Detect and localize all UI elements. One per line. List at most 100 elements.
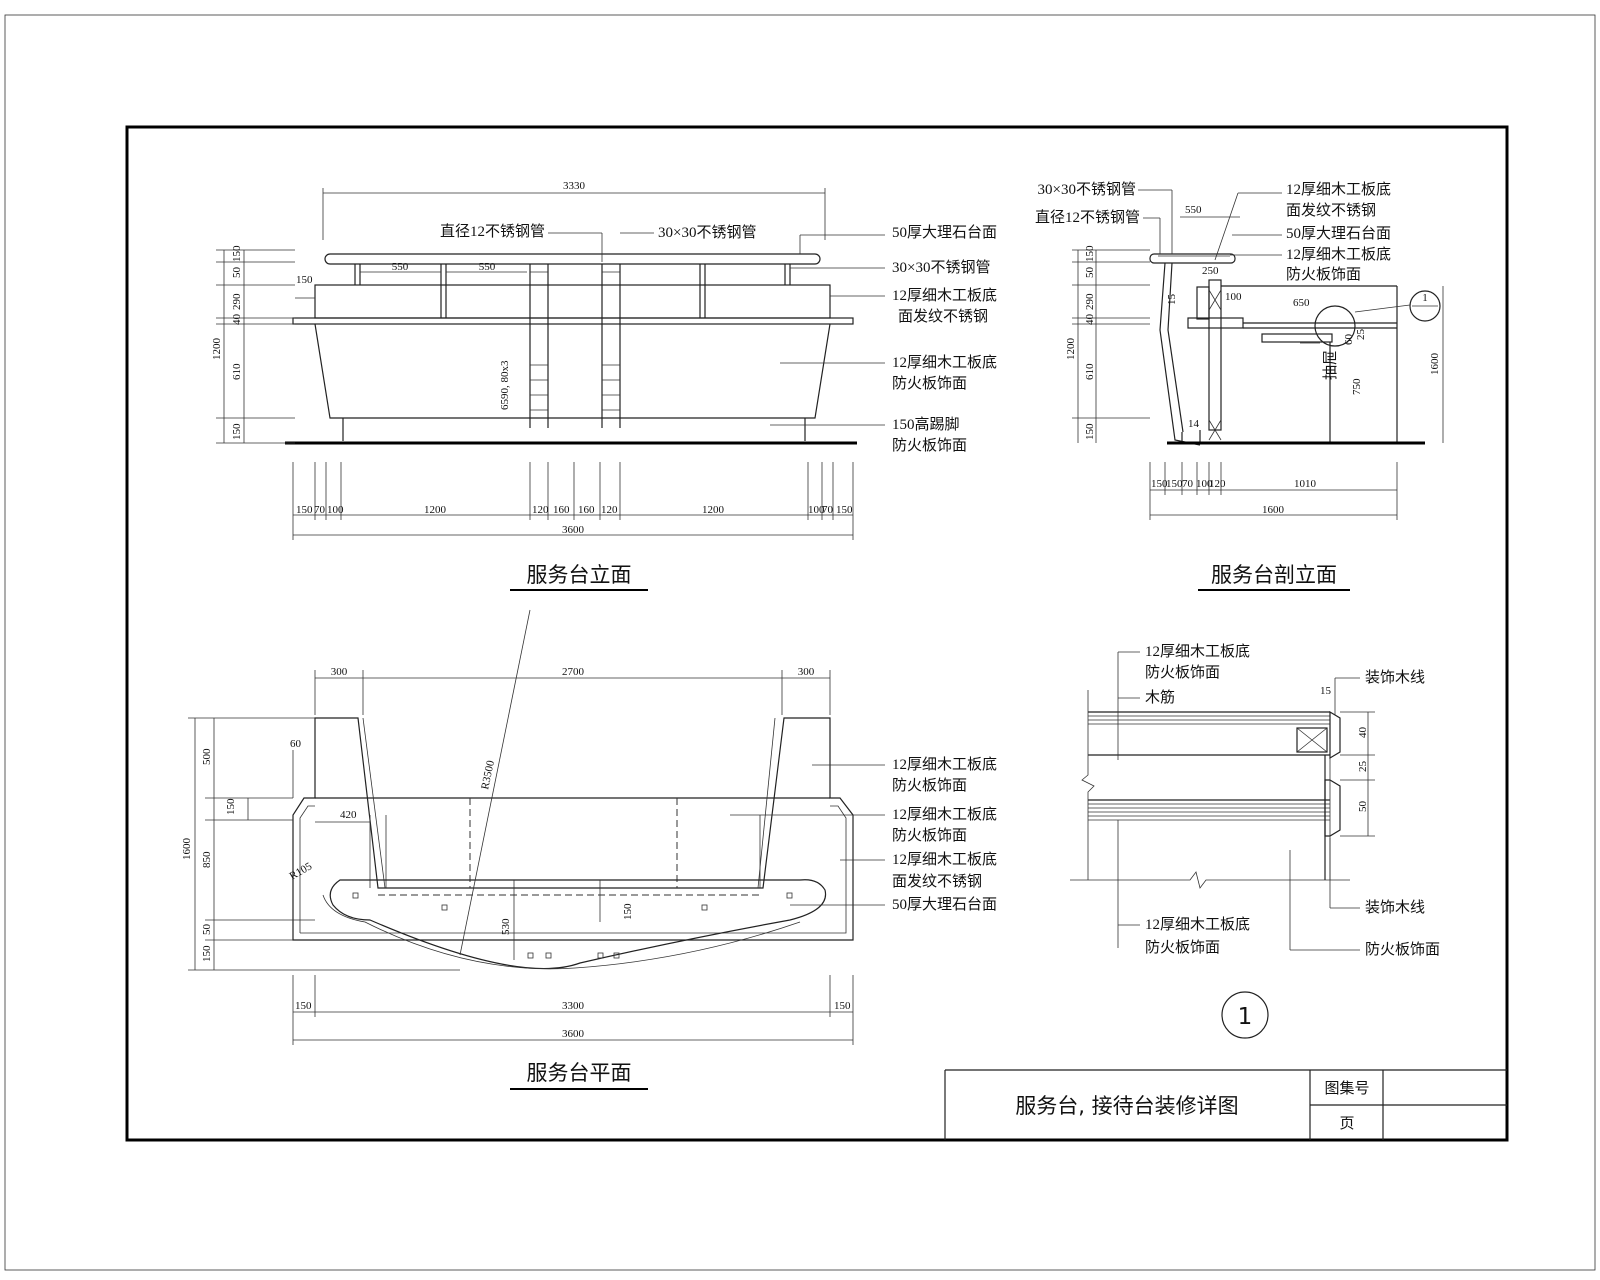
plan-dim-420: 420 <box>340 809 357 821</box>
plan-outline <box>292 717 854 941</box>
elev-overall-bottom-dim: 3600 <box>562 524 585 536</box>
elevation-view: 3330 550 550 <box>211 180 997 591</box>
section-detail-ref-bubble <box>1409 290 1441 322</box>
sec-label-board-fire-1: 12厚细木工板底 <box>1286 245 1391 263</box>
plan-label-fire-a1: 12厚细木工板底 <box>892 755 997 773</box>
sec-dim-14: 14 <box>1188 418 1200 430</box>
elevation-title: 服务台立面 <box>527 563 632 587</box>
elev-overall-top-dim: 3330 <box>563 180 586 192</box>
plan-dim-r105: R105 <box>288 860 315 883</box>
elev-bottom-dims <box>292 462 854 540</box>
plan-dim-60: 60 <box>290 738 302 750</box>
elev-label-pipe-30a: 30×30不锈钢管 <box>658 224 756 241</box>
elev-bot-12: 150 <box>836 504 853 516</box>
detail-label-deco-b: 装饰木线 <box>1365 899 1425 916</box>
detail-label-fire-face: 防火板饰面 <box>1365 940 1440 958</box>
plan-left-total: 1600 <box>181 838 193 861</box>
sec-label-pipe-30: 30×30不锈钢管 <box>1038 181 1136 198</box>
elev-bot-3: 100 <box>327 504 344 516</box>
plan-left-1: 500 <box>201 748 213 765</box>
sec-dim-15: 15 <box>1166 294 1178 306</box>
sec-label-drawer: 抽屉 <box>1322 350 1339 380</box>
detail-label-bottom-1: 12厚细木工板底 <box>1145 915 1250 933</box>
plan-left-5: 150 <box>201 945 213 962</box>
elev-bot-1: 150 <box>296 504 313 516</box>
plan-bot-total: 3600 <box>562 1028 585 1040</box>
elev-left-dim-total: 1200 <box>211 338 223 361</box>
plan-label-steel-2: 面发纹不锈钢 <box>892 873 982 890</box>
plan-title: 服务台平面 <box>527 1061 632 1085</box>
sec-dim-550: 550 <box>1185 204 1202 216</box>
elev-marble-top <box>324 253 821 265</box>
sec-label-board-steel-2: 面发纹不锈钢 <box>1286 202 1376 219</box>
plan-dim-530: 530 <box>500 918 512 935</box>
plan-view: 300 2700 300 R3500 60 420 <box>181 609 997 1090</box>
sec-label-pipe-d12: 直径12不锈钢管 <box>1035 209 1140 226</box>
plan-dim-150: 150 <box>622 903 634 920</box>
elev-left-dim-1: 150 <box>231 245 243 262</box>
elev-body <box>314 323 831 419</box>
plan-top-1: 300 <box>331 666 348 678</box>
sec-bot-4: 100 <box>1196 478 1213 490</box>
elev-left-dim-2: 50 <box>231 267 243 279</box>
sec-bot-5: 120 <box>1209 478 1226 490</box>
elev-label-kick-1: 150高踢脚 <box>892 416 960 433</box>
elev-label-board-steel-1: 12厚细木工板底 <box>892 286 997 304</box>
section-marble-top <box>1149 253 1236 264</box>
elev-top-seg-2: 550 <box>479 261 496 273</box>
sec-dim-100: 100 <box>1225 291 1242 303</box>
sheet-title: 服务台, 接待台装修详图 <box>1015 1094 1238 1118</box>
detail-label-wood-strip: 木筋 <box>1145 689 1175 706</box>
elev-label-board-fire-2: 防火板饰面 <box>892 374 967 392</box>
sec-left-2: 50 <box>1084 267 1096 279</box>
elev-label-marble: 50厚大理石台面 <box>892 224 997 241</box>
section-detail-callout <box>1314 305 1356 347</box>
plan-bot-1: 150 <box>295 1000 312 1012</box>
sec-bot-2: 150 <box>1166 478 1183 490</box>
plan-left-3: 850 <box>201 851 213 868</box>
detail-label-deco-a: 装饰木线 <box>1365 669 1425 686</box>
detail-number: 1 <box>1238 1004 1253 1030</box>
elev-bot-10: 100 <box>808 504 825 516</box>
title-block: 服务台, 接待台装修详图 图集号 页 <box>944 1069 1507 1140</box>
detail-label-top-1: 12厚细木工板底 <box>1145 642 1250 660</box>
sec-left-4: 40 <box>1084 314 1096 326</box>
elev-bot-7: 160 <box>578 504 595 516</box>
detail-dim-15: 15 <box>1320 685 1332 697</box>
elev-upper-panel <box>314 284 831 319</box>
detail-view: 15 40 25 50 12厚细木工板底 防火板饰面 木筋 装饰木线 装饰木线 … <box>1070 642 1440 1039</box>
elev-left-dim-6: 150 <box>231 423 243 440</box>
sec-label-marble: 50厚大理石台面 <box>1286 225 1391 242</box>
sec-dim-25: 25 <box>1355 329 1367 341</box>
elev-ladder-left <box>529 264 549 428</box>
plan-label-fire-a2: 防火板饰面 <box>892 776 967 794</box>
elev-bot-11: 70 <box>822 504 834 516</box>
elev-label-kick-2: 防火板饰面 <box>892 436 967 454</box>
elev-left-dim-3: 290 <box>231 293 243 310</box>
plan-label-fire-b1: 12厚细木工板底 <box>892 805 997 823</box>
elev-bot-4: 1200 <box>424 504 447 516</box>
elev-label-board-fire-1: 12厚细木工板底 <box>892 353 997 371</box>
plan-marble-top <box>329 879 827 970</box>
elev-label-pipe-d12: 直径12不锈钢管 <box>440 223 545 240</box>
page-label: 页 <box>1339 1114 1354 1132</box>
sec-left-total: 1200 <box>1065 338 1077 361</box>
detail-dim-25: 25 <box>1357 761 1369 773</box>
elev-bot-2: 70 <box>314 504 326 516</box>
detail-number-circle <box>1221 991 1269 1039</box>
plan-left-2: 150 <box>225 798 237 815</box>
plan-bot-3: 150 <box>834 1000 851 1012</box>
outer-frame <box>4 14 1596 1271</box>
sec-bot-3: 70 <box>1182 478 1194 490</box>
elev-dim-150: 150 <box>296 274 313 286</box>
section-detail-ref: 1 <box>1422 292 1428 304</box>
elev-ledge <box>292 317 854 325</box>
inner-frame <box>125 125 1509 1142</box>
elev-label-pipe-30b: 30×30不锈钢管 <box>892 259 990 276</box>
sec-left-3: 290 <box>1084 293 1096 310</box>
sec-left-1: 150 <box>1084 245 1096 262</box>
sec-label-board-fire-2: 防火板饰面 <box>1286 265 1361 283</box>
plan-bot-2: 3300 <box>562 1000 585 1012</box>
elev-bot-8: 120 <box>601 504 618 516</box>
